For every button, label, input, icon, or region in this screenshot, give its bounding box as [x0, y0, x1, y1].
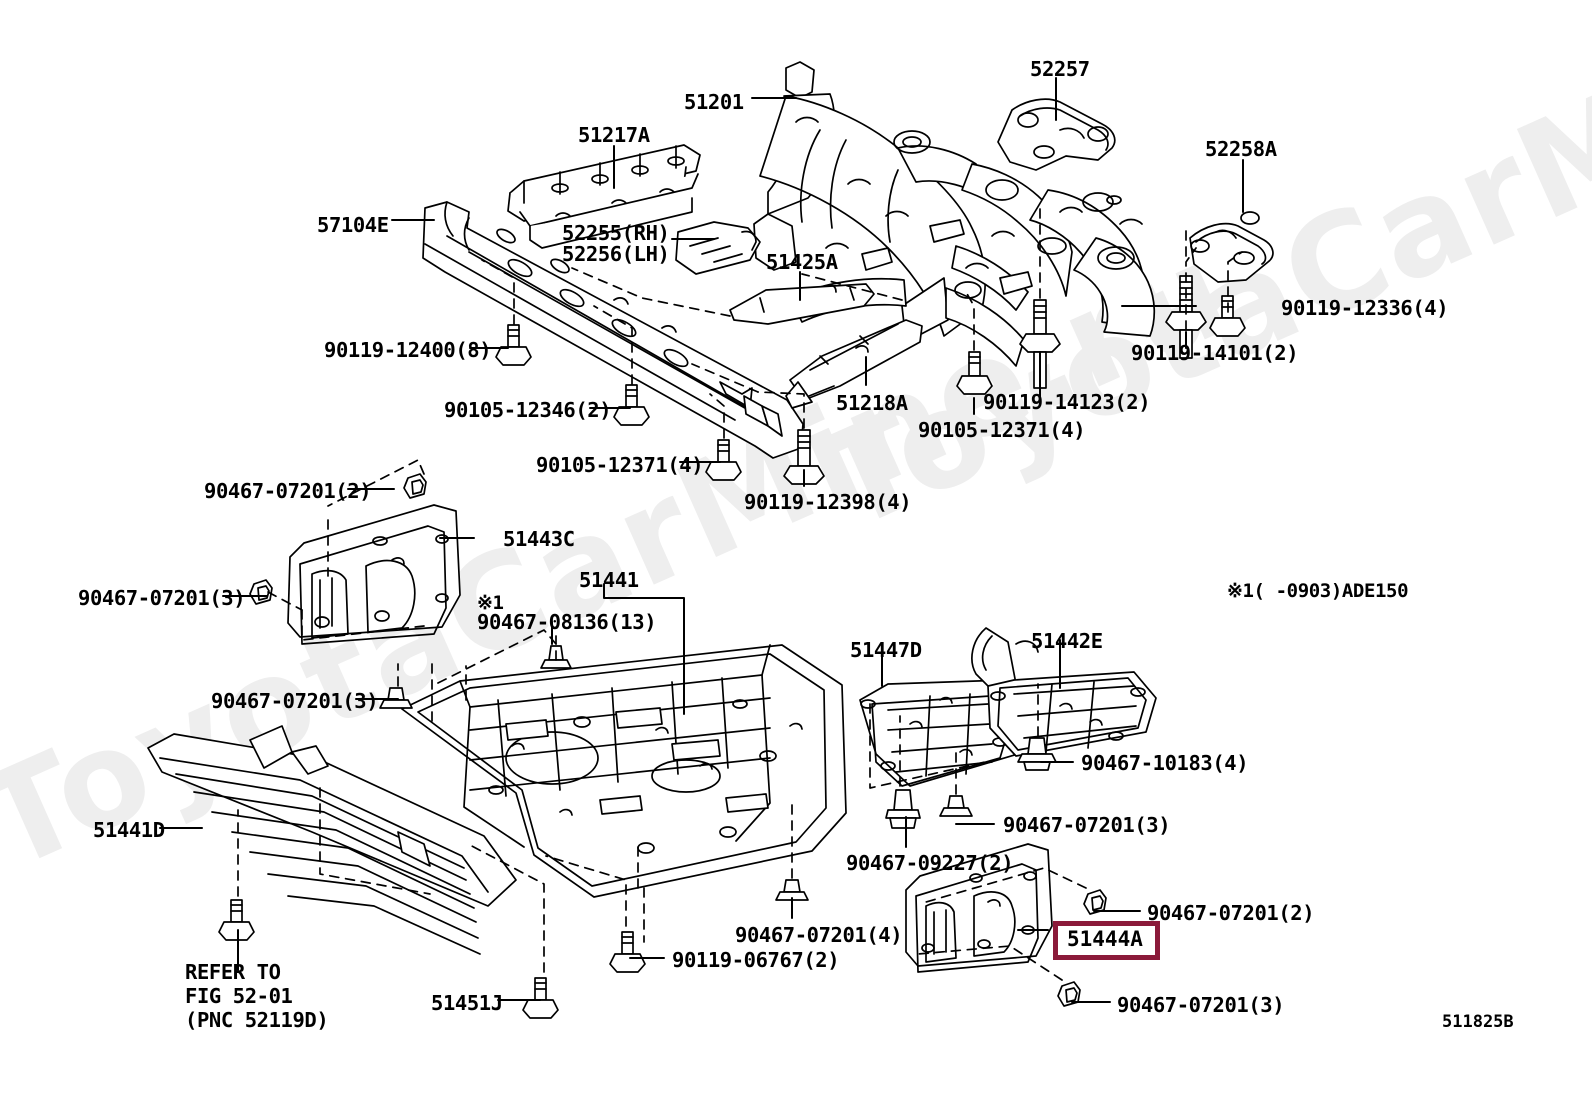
label-90467-07201-a: 90467-07201(2) — [204, 479, 372, 503]
part-52255-52256 — [675, 221, 761, 275]
label-90119-06767: 90119-06767(2) — [672, 948, 840, 972]
label-90467-07201-f: 90467-07201(4) — [735, 923, 903, 947]
bolt-90105-12346 — [613, 384, 650, 426]
label-90467-07201-b: 90467-07201(3) — [78, 586, 246, 610]
refer-to-line-2: FIG 52-01 — [185, 984, 293, 1009]
clip-90467-07201-c — [379, 687, 413, 709]
label-51451J: 51451J — [431, 991, 503, 1015]
refer-to-line-1: REFER TO — [185, 960, 281, 984]
label-51441: 51441 — [579, 568, 639, 592]
bolt-90119-12398 — [783, 429, 825, 485]
label-90467-10183: 90467-10183(4) — [1081, 751, 1249, 775]
clip-90467-08136 — [540, 645, 572, 669]
label-90467-07201-c: 90467-07201(3) — [211, 689, 379, 713]
bolt-90119-12336 — [1209, 295, 1246, 337]
label-90119-12400: 90119-12400(8) — [324, 338, 492, 362]
bolt-90105-12371-b — [705, 439, 742, 481]
part-52258A — [1189, 211, 1274, 283]
part-51441D — [147, 725, 517, 955]
label-52257: 52257 — [1030, 57, 1090, 81]
label-51447D: 51447D — [850, 638, 922, 662]
label-52255-rh: 52255(RH) — [562, 221, 670, 245]
label-52258A: 52258A — [1205, 137, 1277, 161]
refer-to-note: REFER TO FIG 52-01 (PNC 52119D) — [185, 960, 329, 1033]
label-star-1-marker: ※1 — [477, 592, 504, 614]
part-57104E — [422, 201, 804, 459]
part-51443C — [287, 504, 461, 645]
bolt-51451J — [522, 977, 559, 1019]
label-90119-14123: 90119-14123(2) — [983, 390, 1151, 414]
label-51218A: 51218A — [836, 391, 908, 415]
clip-90467-07201-g — [1057, 981, 1081, 1007]
label-57104E: 57104E — [317, 213, 389, 237]
figure-id: 511825B — [1442, 1012, 1514, 1032]
label-90467-08136: 90467-08136(13) — [477, 610, 657, 634]
part-51442E — [971, 627, 1157, 757]
clip-90467-07201-b — [249, 579, 273, 605]
label-90119-12398: 90119-12398(4) — [744, 490, 912, 514]
label-note-star-1: ※1( -0903)ADE150 — [1227, 580, 1409, 602]
label-90105-12371-a: 90105-12371(4) — [918, 418, 1086, 442]
bolt-90119-12400 — [495, 324, 532, 366]
leader-lines — [159, 77, 1244, 1003]
label-90105-12346: 90105-12346(2) — [444, 398, 612, 422]
part-52257 — [997, 98, 1116, 171]
label-51201: 51201 — [684, 90, 744, 114]
part-51217A — [507, 144, 701, 249]
clip-90467-09227 — [885, 789, 921, 829]
part-51425A — [729, 283, 875, 325]
label-90467-07201-e: 90467-07201(2) — [1147, 901, 1315, 925]
label-51442E: 51442E — [1031, 629, 1103, 653]
label-90105-12371-b: 90105-12371(4) — [536, 453, 704, 477]
label-51441D: 51441D — [93, 818, 165, 842]
assembly-dashed-lines — [237, 205, 1243, 981]
clip-90467-07201-a — [403, 473, 427, 499]
highlighted-part-51444A[interactable]: 51444A — [1053, 921, 1160, 960]
label-51217A: 51217A — [578, 123, 650, 147]
label-51443C: 51443C — [503, 527, 575, 551]
part-51441 — [401, 644, 847, 898]
highlighted-part-label: 51444A — [1067, 927, 1143, 951]
part-51201-crossmember — [753, 61, 1156, 367]
bolt-90119-14123 — [1019, 299, 1061, 389]
label-90467-09227: 90467-09227(2) — [846, 851, 1014, 875]
bolt-90119-06767 — [609, 931, 646, 973]
label-90467-07201-g: 90467-07201(3) — [1117, 993, 1285, 1017]
clip-90467-07201-e — [775, 879, 809, 901]
clip-90467-07201-d — [939, 795, 973, 817]
label-52256-lh: 52256(LH) — [562, 242, 670, 266]
label-51425A: 51425A — [766, 250, 838, 274]
bolt-90105-12371-a — [956, 351, 993, 395]
label-90467-07201-d: 90467-07201(3) — [1003, 813, 1171, 837]
label-90119-14101: 90119-14101(2) — [1131, 341, 1299, 365]
refer-to-line-3: (PNC 52119D) — [185, 1008, 329, 1033]
bolt-refer-fig52-01 — [218, 899, 255, 941]
label-90119-12336: 90119-12336(4) — [1281, 296, 1449, 320]
part-51218A — [785, 319, 923, 409]
